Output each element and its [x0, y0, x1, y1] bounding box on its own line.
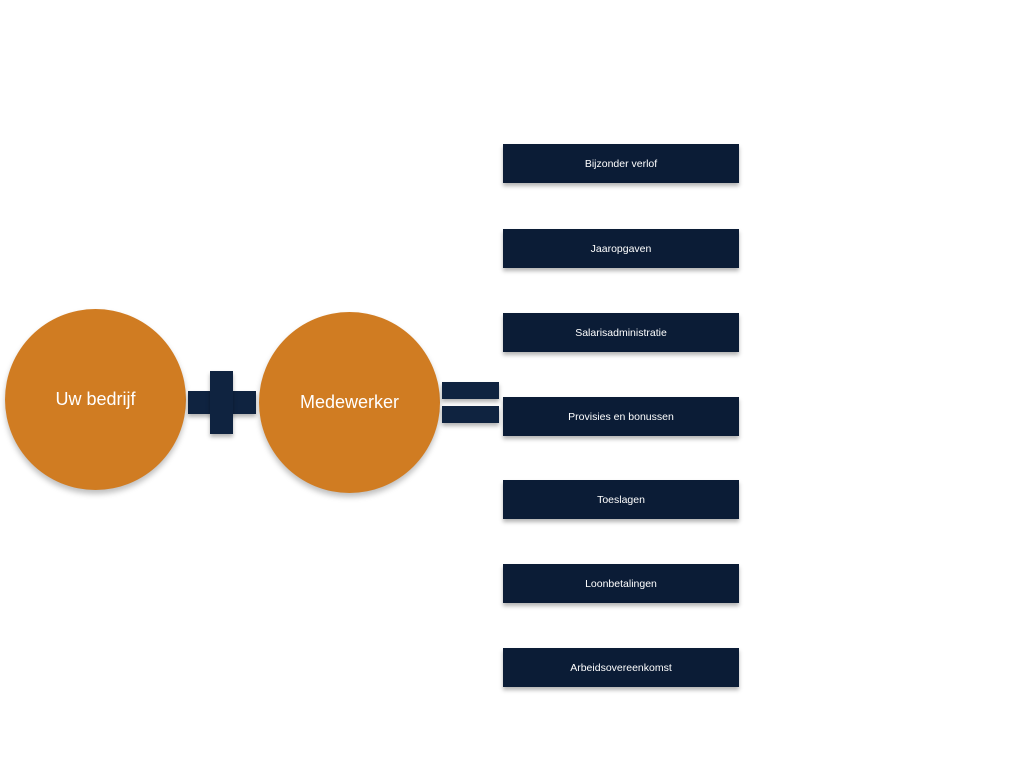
result-label: Arbeidsovereenkomst [570, 661, 672, 674]
result-box-bijzonder-verlof: Bijzonder verlof [503, 144, 739, 183]
result-box-arbeidsovereenkomst: Arbeidsovereenkomst [503, 648, 739, 687]
result-box-jaaropgaven: Jaaropgaven [503, 229, 739, 268]
result-label: Salarisadministratie [575, 326, 667, 339]
plus-vertical-bar [210, 371, 233, 434]
result-label: Provisies en bonussen [568, 410, 674, 423]
employee-circle: Medewerker [259, 312, 440, 493]
employee-label: Medewerker [299, 392, 400, 412]
equals-bottom-bar [442, 406, 499, 423]
result-label: Loonbetalingen [585, 577, 657, 590]
company-circle: Uw bedrijf [5, 309, 186, 490]
result-box-salarisadministratie: Salarisadministratie [503, 313, 739, 352]
company-label: Uw bedrijf [55, 389, 136, 409]
result-label: Jaaropgaven [590, 242, 652, 255]
equals-top-bar [442, 382, 499, 399]
result-box-provisies-en-bonussen: Provisies en bonussen [503, 397, 739, 436]
result-box-toeslagen: Toeslagen [503, 480, 739, 519]
result-label: Bijzonder verlof [584, 157, 658, 170]
result-label: Toeslagen [597, 493, 645, 506]
result-box-loonbetalingen: Loonbetalingen [503, 564, 739, 603]
